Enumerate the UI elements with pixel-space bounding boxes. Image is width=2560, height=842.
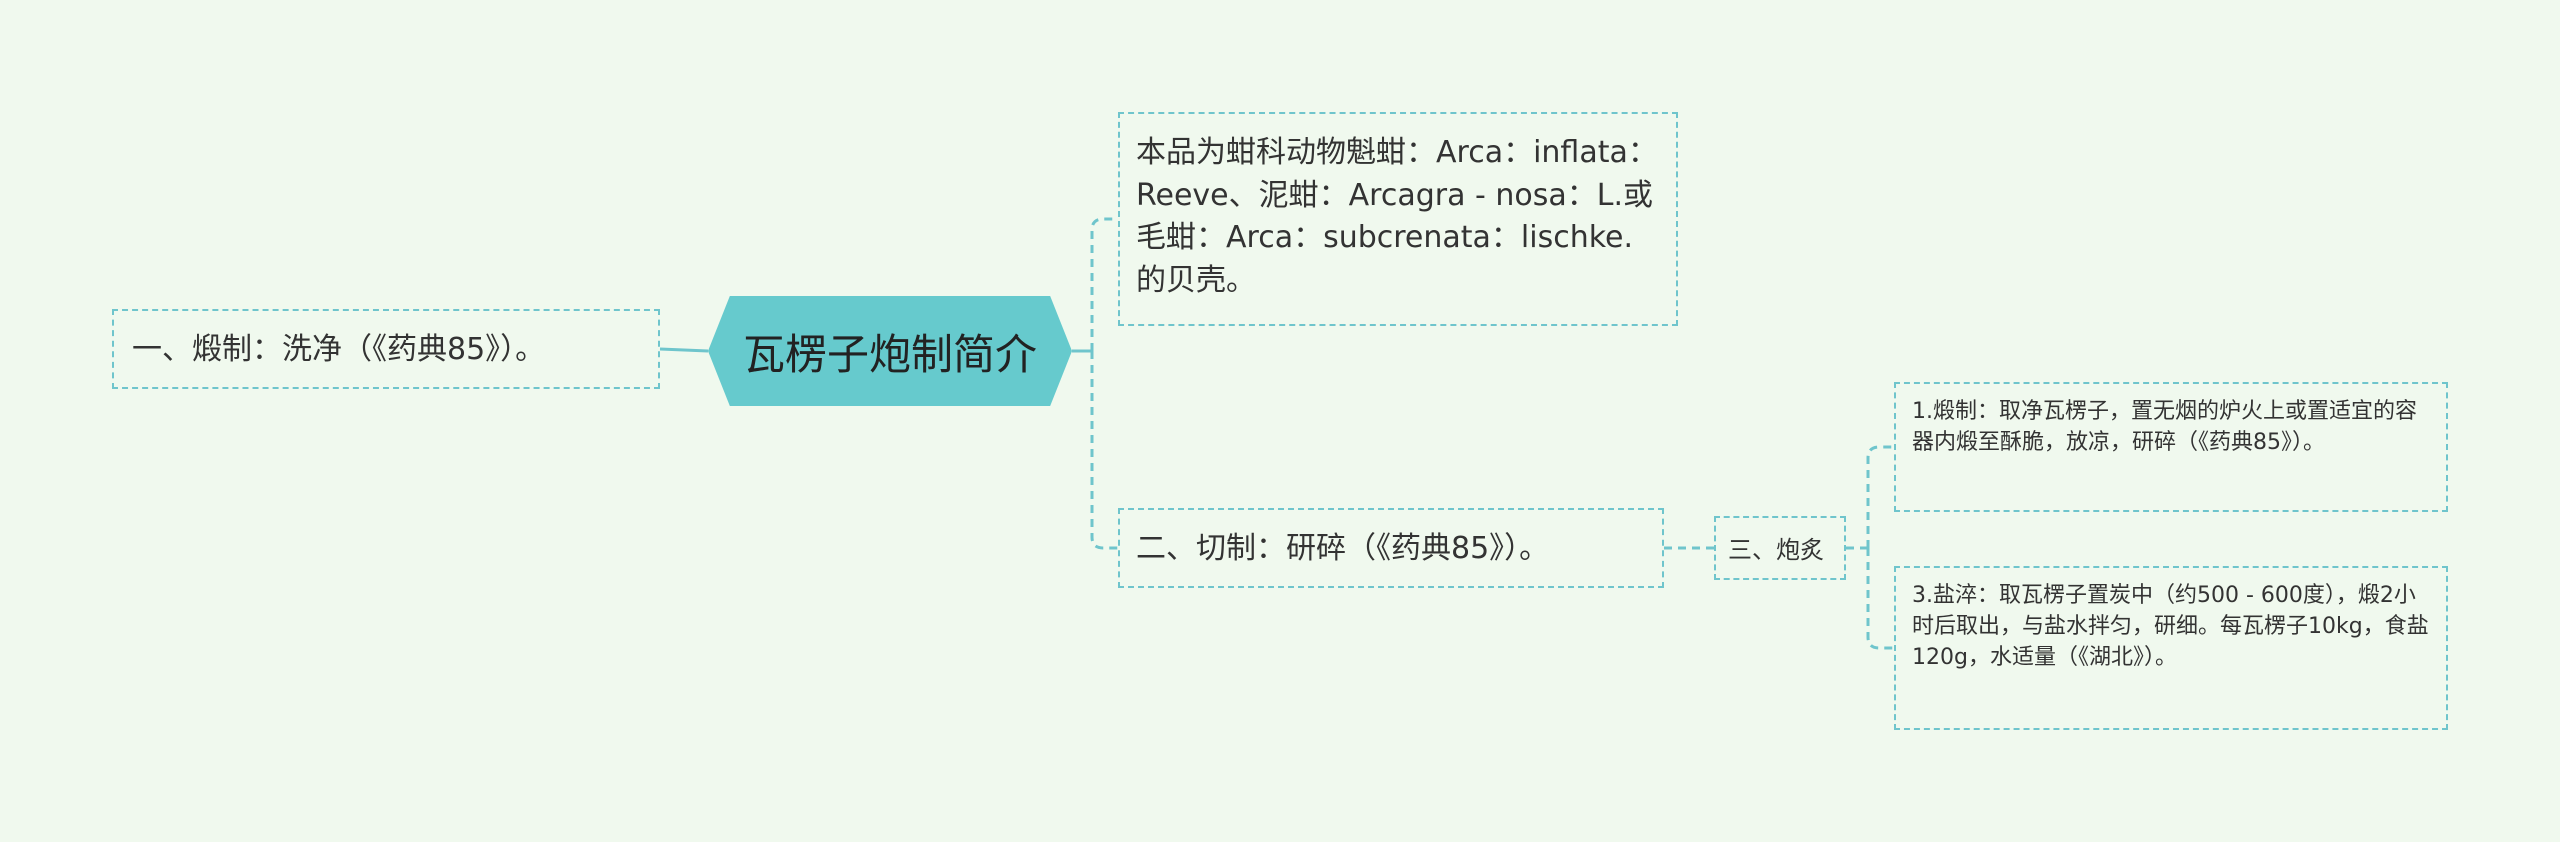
node-processing-text: 三、炮炙 <box>1728 536 1824 564</box>
connector-paozhi-to-sub1 <box>1866 445 1894 548</box>
node-cutting-text: 二、切制：研碎（《药典85》）。 <box>1136 531 1550 566</box>
node-calcination[interactable]: 一、煅制：洗净（《药典85》）。 <box>112 309 660 389</box>
connector-paozhi-to-sub3 <box>1866 548 1894 650</box>
node-processing-calcination[interactable]: 1.煅制：取净瓦楞子，置无烟的炉火上或置适宜的容器内煅至酥脆，放凉，研碎（《药典… <box>1894 382 2448 512</box>
central-topic-label: 瓦楞子炮制简介 <box>742 329 1037 379</box>
node-processing[interactable]: 三、炮炙 <box>1714 516 1846 580</box>
node-cutting[interactable]: 二、切制：研碎（《药典85》）。 <box>1118 508 1664 588</box>
node-processing-salt-quench[interactable]: 3.盐淬：取瓦楞子置炭中（约500 - 600度），煅2小时后取出，与盐水拌匀，… <box>1894 566 2448 730</box>
connector-central-to-left <box>659 347 709 353</box>
node-source-description[interactable]: 本品为蚶科动物魁蚶：Arca：inflata：Reeve、泥蚶：Arcagra … <box>1118 112 1678 326</box>
node-processing-salt-quench-text: 3.盐淬：取瓦楞子置炭中（约500 - 600度），煅2小时后取出，与盐水拌匀，… <box>1912 583 2429 671</box>
connector-central-to-top <box>1090 217 1118 351</box>
node-processing-calcination-text: 1.煅制：取净瓦楞子，置无烟的炉火上或置适宜的容器内煅至酥脆，放凉，研碎（《药典… <box>1912 399 2417 456</box>
central-topic[interactable]: 瓦楞子炮制简介 <box>708 296 1072 406</box>
node-source-description-text: 本品为蚶科动物魁蚶：Arca：inflata：Reeve、泥蚶：Arcagra … <box>1136 135 1658 298</box>
node-calcination-text: 一、煅制：洗净（《药典85》）。 <box>132 332 546 367</box>
connector-central-to-middle <box>1090 351 1118 550</box>
